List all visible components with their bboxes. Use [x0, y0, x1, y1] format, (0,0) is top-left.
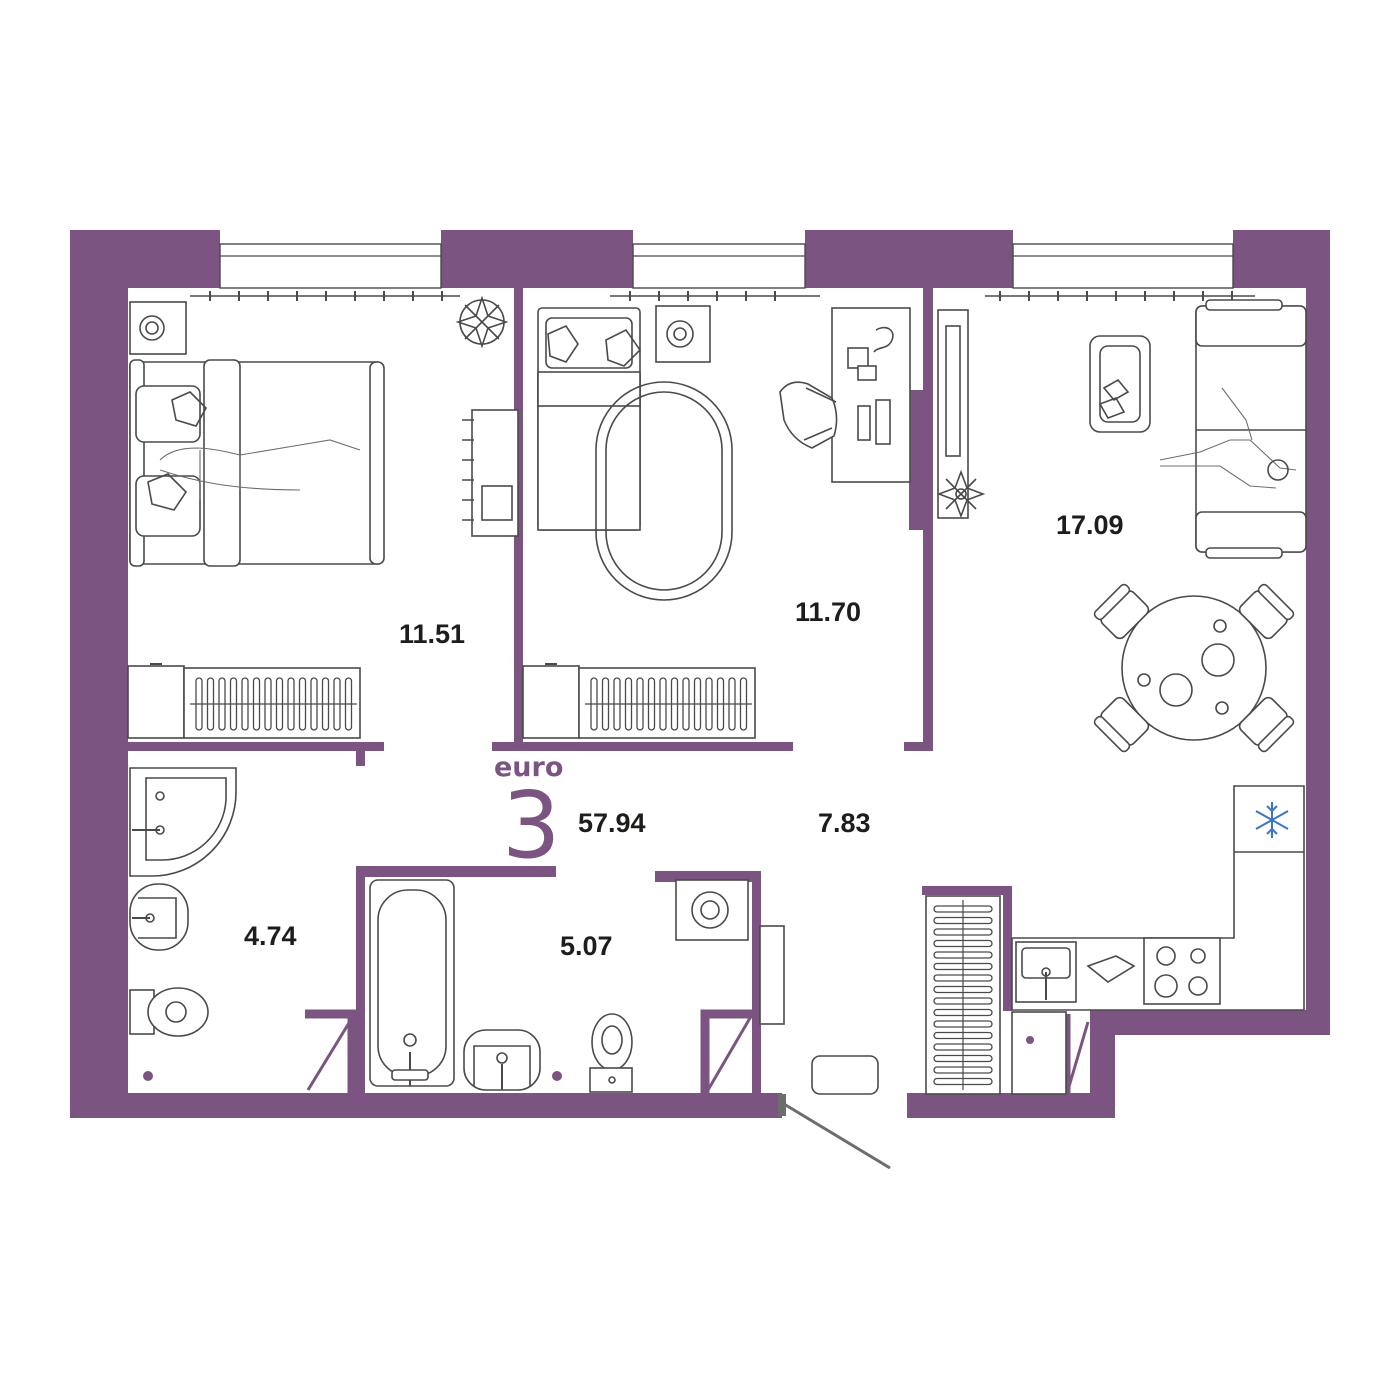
living-kitchen-area-label: 17.09	[1056, 510, 1124, 540]
bathroom-1-area-label: 4.74	[244, 921, 297, 951]
door-swing-icon	[778, 1094, 891, 1170]
bedroom-1-furniture	[127, 295, 519, 739]
plant-icon	[936, 469, 986, 519]
total-area-label: 57.94	[578, 808, 646, 838]
curtain-rods	[190, 291, 1255, 301]
washing-machine-icon	[655, 305, 711, 363]
bedroom-2-furniture	[522, 305, 911, 739]
bathroom-1-furniture	[129, 767, 237, 1081]
living-furniture	[936, 299, 1307, 1095]
plan-type-prefix: euro	[494, 752, 564, 783]
hallway-area-label: 7.83	[818, 808, 871, 838]
plant-icon	[455, 295, 509, 349]
bathroom-2-furniture	[369, 879, 785, 1093]
bedroom-2-area-label: 11.70	[795, 597, 862, 627]
freezer-snowflake-icon	[1255, 802, 1289, 838]
windows	[219, 243, 1234, 289]
bedroom-1-area-label: 11.51	[399, 619, 466, 649]
hallway-furniture	[778, 895, 1001, 1170]
plan-type-number: 3	[502, 772, 561, 879]
bathroom-2-area-label: 5.07	[560, 931, 613, 961]
